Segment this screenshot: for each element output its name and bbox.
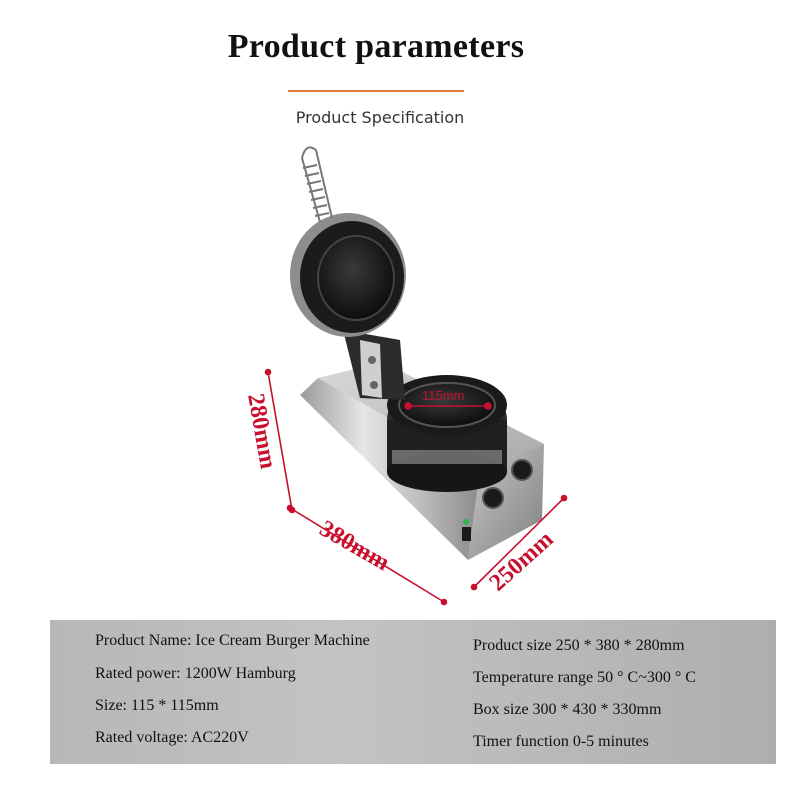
spec-rated-voltage: Rated voltage: AC220V <box>95 729 249 746</box>
upper-lid <box>290 213 406 337</box>
page-title: Product parameters <box>227 28 525 65</box>
spec-temperature-range: Temperature range 50 ° C~300 ° C <box>473 669 696 686</box>
plate-dimension-label: 115mm <box>422 388 464 403</box>
spec-size: Size: 115 * 115mm <box>95 697 219 714</box>
page-subtitle: Product Specification <box>295 108 465 127</box>
spec-timer-function: Timer function 0-5 minutes <box>473 733 649 750</box>
title-underline <box>288 90 464 92</box>
spec-rated-power: Rated power: 1200W Hamburg <box>95 665 296 682</box>
spec-product-name: Product Name: Ice Cream Burger Machine <box>95 632 370 649</box>
lower-pan <box>387 375 507 492</box>
spring-handle <box>301 146 333 223</box>
spec-product-size: Product size 250 * 380 * 280mm <box>473 637 685 654</box>
lid-hinge <box>343 330 405 400</box>
length-dimension-label: 380mm <box>315 516 394 577</box>
height-dimension-label: 280mm <box>242 392 281 471</box>
spec-box-size: Box size 300 * 430 * 330mm <box>473 701 662 718</box>
spec-panel: Product Name: Ice Cream Burger Machine R… <box>50 620 776 764</box>
dimension-lines <box>264 368 568 606</box>
product-illustration: 280mm 380mm 250mm 115mm <box>242 146 568 606</box>
